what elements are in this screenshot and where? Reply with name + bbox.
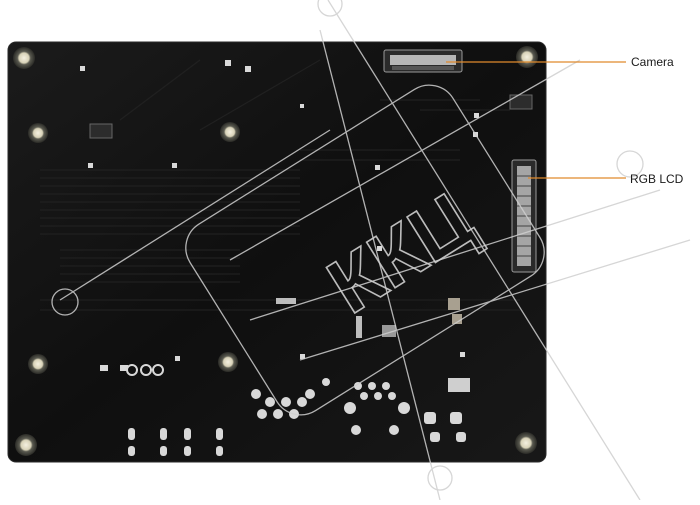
camera-connector	[383, 49, 463, 73]
ic-footprints	[89, 94, 533, 338]
callout-label-camera: Camera	[631, 55, 674, 69]
through-hole-pads	[126, 364, 466, 456]
callout-lines	[446, 61, 626, 179]
callout-label-rgb-lcd: RGB LCD	[630, 172, 684, 186]
mounting-holes	[13, 46, 538, 456]
watermark	[51, 0, 691, 501]
rgb-lcd-connector	[511, 159, 537, 273]
smd-components	[80, 60, 479, 392]
pcb-board	[7, 41, 547, 463]
